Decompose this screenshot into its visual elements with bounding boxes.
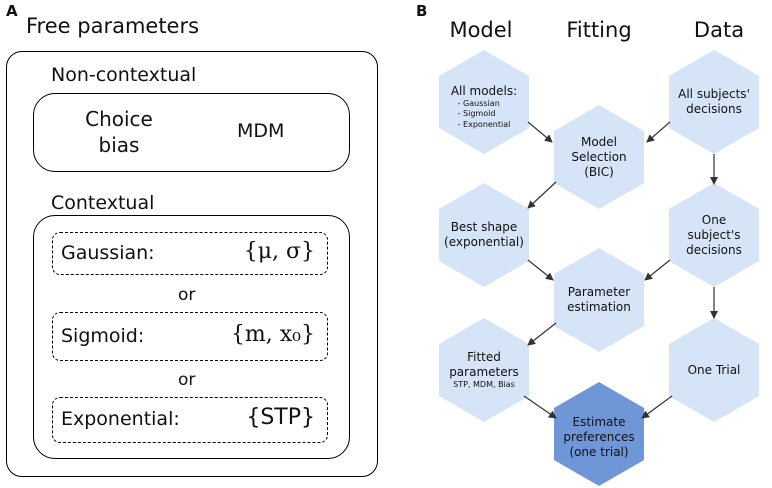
one-subject-line1: One [701, 212, 727, 227]
exponential-label: Exponential: [61, 408, 180, 430]
hexagon-fitted-params [439, 318, 529, 422]
one-subject-line2: subject's [687, 227, 741, 242]
fitted-params-sub: STP, MDM, Bias [453, 379, 515, 389]
node-param-estimation: Parameter estimation [549, 255, 649, 345]
best-shape-line2: (exponential) [444, 235, 524, 249]
free-parameters-box [6, 51, 378, 477]
node-one-trial: One Trial [664, 325, 764, 415]
hexagon-all-decisions [669, 50, 759, 154]
all-models-list: - Gaussian - Sigmoid - Exponential [458, 99, 511, 130]
hexagon-estimate-prefs [554, 382, 644, 486]
model-selection-line1: Model [580, 134, 618, 149]
panel-b-letter: B [416, 2, 428, 20]
all-models-item-sigmoid: - Sigmoid [457, 109, 496, 119]
best-shape-line1: Best shape [450, 220, 518, 234]
all-decisions-line2: decisions [686, 102, 742, 116]
node-estimate-prefs: Estimate preferences (one trial) [549, 392, 649, 482]
one-subject-line3: decisions [686, 242, 742, 257]
non-contextual-title: Non-contextual [51, 64, 197, 86]
contextual-box [33, 215, 350, 459]
all-models-title: All models: [450, 83, 518, 98]
node-fitted-params: Fitted parameters STP, MDM, Bias [434, 325, 534, 415]
or-separator-1: or [178, 285, 196, 305]
contextual-title: Contextual [51, 192, 155, 214]
estimate-prefs-line2: preferences [563, 429, 635, 444]
sigmoid-row: Sigmoid: {m, x₀} [52, 312, 328, 361]
panel-a-title: Free parameters [26, 14, 200, 38]
arrow-param-estimation-to-fitted-params [527, 322, 557, 346]
param-estimation-line1: Parameter [567, 285, 631, 299]
model-selection-line3: (BIC) [584, 164, 614, 179]
non-contextual-box [33, 93, 350, 172]
arrow-one-subject-to-param-estimation [644, 259, 671, 281]
arrow-fitted-params-to-estimate-prefs [523, 395, 557, 419]
gaussian-label: Gaussian: [61, 242, 155, 264]
all-models-item-exponential: - Exponential [457, 119, 511, 129]
panel-a-letter: A [6, 2, 18, 20]
node-model-selection: Model Selection (BIC) [549, 112, 649, 202]
estimate-prefs-line1: Estimate [572, 414, 626, 429]
fitted-params-line2: parameters [449, 364, 519, 379]
gaussian-row: Gaussian: {μ, σ} [52, 232, 328, 275]
gaussian-params: {μ, σ} [243, 239, 315, 264]
hexagon-best-shape [439, 183, 529, 287]
arrow-all-models-to-model-selection [527, 121, 553, 143]
arrow-model-selection-to-best-shape [527, 181, 557, 209]
node-best-shape: Best shape (exponential) [434, 190, 534, 280]
column-model: Model [449, 18, 513, 42]
column-data: Data [693, 18, 745, 42]
one-trial-line1: One Trial [687, 362, 741, 377]
choice-bias-line2: bias [98, 133, 140, 157]
arrow-best-shape-to-param-estimation [527, 259, 554, 281]
mdm-label: MDM [237, 120, 285, 142]
hexagon-model-selection [554, 105, 644, 209]
choice-bias-label: Choice bias [74, 106, 164, 158]
hexagon-one-subject [669, 183, 759, 287]
estimate-prefs-line3: (one trial) [569, 444, 629, 459]
all-models-item-gaussian: - Gaussian [457, 98, 500, 108]
param-estimation-line2: estimation [567, 300, 631, 314]
arrow-one-trial-to-estimate-prefs [641, 395, 673, 419]
hexagon-one-trial [669, 318, 759, 422]
node-all-models: All models: - Gaussian - Sigmoid - Expon… [434, 62, 534, 152]
hexagon-all-models [439, 50, 529, 154]
exponential-params: {STP} [246, 405, 315, 430]
node-all-decisions: All subjects' decisions [664, 62, 764, 142]
arrow-all-decisions-to-model-selection [646, 121, 671, 143]
all-decisions-line1: All subjects' [678, 87, 750, 101]
hexagon-param-estimation [554, 248, 644, 352]
sigmoid-params: {m, x₀} [230, 322, 315, 347]
sigmoid-label: Sigmoid: [61, 325, 145, 347]
model-selection-line2: Selection [571, 149, 627, 164]
exponential-row: Exponential: {STP} [52, 397, 328, 443]
column-fitting: Fitting [566, 18, 632, 42]
node-one-subject: One subject's decisions [664, 190, 764, 280]
fitted-params-line1: Fitted [467, 349, 501, 364]
choice-bias-line1: Choice [85, 107, 153, 131]
or-separator-2: or [178, 370, 196, 390]
